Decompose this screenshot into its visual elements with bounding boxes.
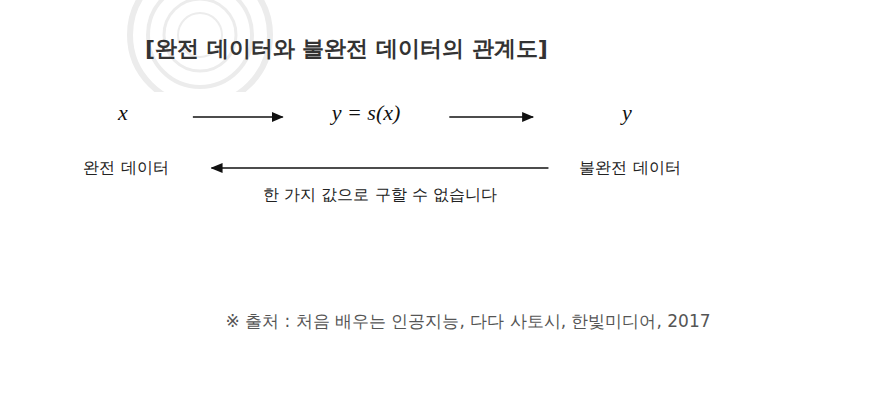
node-text: y <box>622 100 632 126</box>
node-text: 완전 데이터 <box>83 158 168 179</box>
source-caption: ※ 출처 : 처음 배우는 인공지능, 다다 사토시, 한빛미디어, 2017 <box>225 310 710 333</box>
arrow-connector <box>449 116 533 117</box>
math-term: x <box>115 98 131 128</box>
node-text: 불완전 데이터 <box>579 158 680 179</box>
diagram-title: [완전 데이터와 불완전 데이터의 관계도] <box>145 34 548 64</box>
figure-panel <box>65 92 692 233</box>
math-term: y = s(x) <box>329 98 404 128</box>
arrow-connector <box>212 167 549 168</box>
node-text: x <box>118 100 128 126</box>
arrow-connector <box>193 116 283 117</box>
data-label: 불완전 데이터 <box>576 156 683 181</box>
math-term: y <box>619 98 635 128</box>
edge-label: 한 가지 값으로 구할 수 없습니다 <box>260 185 499 206</box>
data-label: 완전 데이터 <box>80 156 171 181</box>
node-text: y = s(x) <box>332 100 401 126</box>
